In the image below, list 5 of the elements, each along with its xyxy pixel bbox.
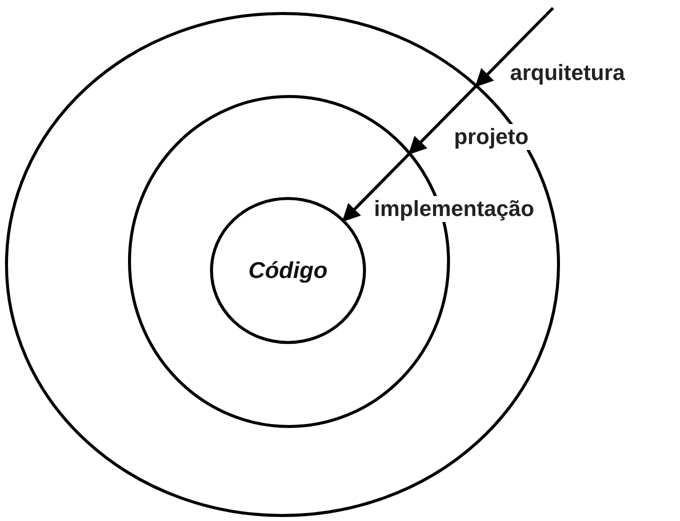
edge-label: projeto xyxy=(452,124,531,150)
arrow xyxy=(342,152,411,222)
arrow xyxy=(408,84,478,155)
node-label: Código xyxy=(248,256,328,286)
arrow xyxy=(475,6,554,88)
